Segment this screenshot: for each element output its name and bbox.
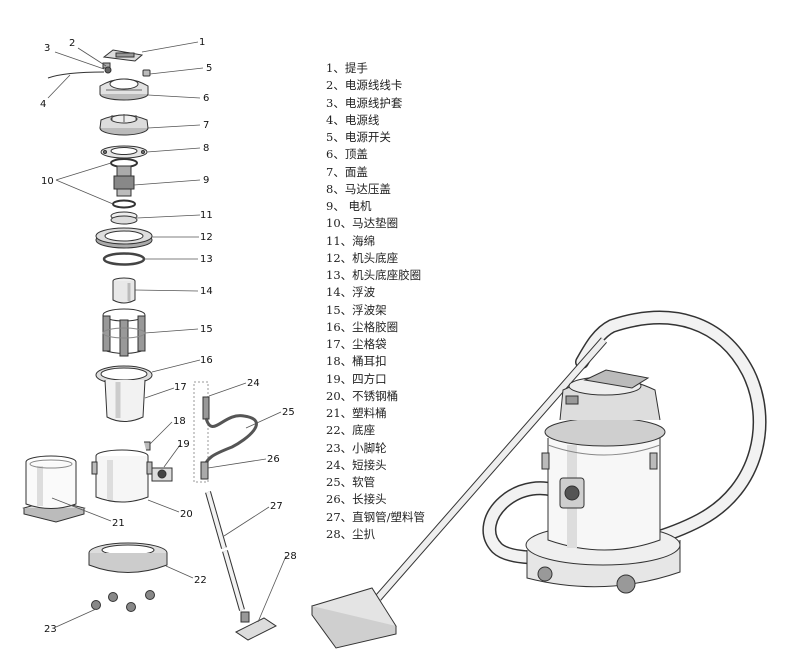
callout-23: 23 — [44, 624, 57, 635]
parts-legend: 1、提手 2、电源线线卡 3、电源线护套 4、电源线 5、电源开关 6、顶盖 7… — [326, 60, 425, 543]
legend-item: 9、 电机 — [326, 199, 372, 213]
legend-item: 21、塑料桶 — [326, 406, 387, 420]
callout-15: 15 — [200, 324, 213, 335]
part-cord-sleeve — [104, 66, 112, 74]
legend-item: 10、马达垫圈 — [326, 216, 399, 231]
legend-item: 19、四方口 — [326, 371, 387, 386]
callout-3: 3 — [44, 43, 50, 54]
part-head-base — [95, 227, 153, 249]
part-head-base-seal — [102, 252, 146, 266]
part-motor — [113, 165, 135, 197]
legend-item: 16、尘格胶圈 — [326, 319, 399, 334]
legend-item: 5、电源开关 — [326, 130, 391, 144]
callout-1: 1 — [199, 37, 205, 48]
part-stainless-tank — [91, 449, 153, 503]
legend-item: 14、浮波 — [326, 285, 376, 300]
part-short-connector — [202, 396, 210, 420]
callout-25: 25 — [282, 407, 295, 418]
legend-item: 18、桶耳扣 — [326, 354, 387, 369]
legend-item: 13、机头底座胶圈 — [326, 268, 422, 282]
part-plastic-tank — [22, 455, 86, 523]
callout-28: 28 — [284, 551, 297, 562]
callout-21: 21 — [112, 518, 125, 529]
callout-10: 10 — [41, 176, 54, 187]
part-motor-press-cover — [100, 145, 148, 159]
legend-item: 20、不锈钢桶 — [326, 388, 399, 403]
legend-item: 7、面盖 — [326, 164, 368, 179]
callout-7: 7 — [203, 120, 209, 131]
callout-5: 5 — [206, 63, 212, 74]
part-long-connector — [200, 461, 209, 480]
callout-4: 4 — [40, 99, 46, 110]
part-casters — [91, 590, 155, 612]
part-handle — [102, 49, 144, 62]
callout-18: 18 — [173, 416, 186, 427]
legend-item: 26、长接头 — [326, 492, 387, 507]
legend-item: 4、电源线 — [326, 112, 380, 127]
legend-item: 23、小脚轮 — [326, 440, 387, 455]
legend-item: 25、软管 — [326, 475, 376, 489]
part-base — [88, 542, 168, 573]
leader-lines — [47, 41, 287, 628]
hose-group-box — [193, 381, 209, 483]
callout-12: 12 — [200, 232, 213, 243]
callout-26: 26 — [267, 454, 280, 465]
part-square-port — [151, 467, 173, 482]
callout-13: 13 — [200, 254, 213, 265]
legend-item: 11、海绵 — [326, 233, 376, 248]
callout-22: 22 — [194, 575, 207, 586]
part-face-cover — [99, 114, 149, 136]
part-straight-tube — [205, 491, 245, 611]
callout-27: 27 — [270, 501, 283, 512]
callout-numbers: 1 2 3 4 5 6 7 8 9 10 11 12 13 14 15 16 1… — [40, 37, 297, 635]
legend-item: 8、马达压盖 — [326, 181, 391, 196]
legend-item: 6、顶盖 — [326, 147, 368, 162]
part-filter-gasket — [95, 365, 153, 385]
callout-20: 20 — [180, 509, 193, 520]
part-power-cord — [47, 71, 105, 79]
part-tank-latch — [144, 441, 151, 451]
legend-item: 2、电源线线卡 — [326, 78, 403, 93]
legend-item: 27、直钢管/塑料管 — [326, 509, 426, 524]
callout-11: 11 — [200, 210, 213, 221]
part-floor-tool — [235, 611, 277, 641]
part-power-switch — [142, 69, 151, 77]
legend-item: 12、机头底座 — [326, 250, 399, 265]
callout-19: 19 — [177, 439, 190, 450]
assembled-vacuum — [311, 310, 767, 649]
part-sponge — [110, 211, 138, 225]
part-float-cage — [102, 308, 146, 357]
callout-24: 24 — [247, 378, 260, 389]
part-top-cover — [99, 78, 149, 101]
callout-17: 17 — [174, 382, 187, 393]
callout-8: 8 — [203, 143, 209, 154]
legend-item: 24、短接头 — [326, 457, 387, 472]
legend-item: 28、尘扒 — [326, 526, 376, 541]
part-float — [112, 277, 136, 304]
part-motor-gasket-lower — [112, 199, 136, 209]
callout-16: 16 — [200, 355, 213, 366]
legend-item: 1、提手 — [326, 61, 368, 75]
part-filter-bag — [104, 379, 146, 422]
legend-item: 15、浮波架 — [326, 302, 387, 317]
part-hose — [202, 414, 258, 471]
callout-2: 2 — [69, 38, 75, 49]
callout-14: 14 — [200, 286, 213, 297]
legend-item: 3、电源线护套 — [326, 95, 403, 110]
legend-item: 22、底座 — [326, 423, 376, 438]
legend-item: 17、尘格袋 — [326, 337, 387, 351]
callout-6: 6 — [203, 93, 209, 104]
callout-9: 9 — [203, 175, 209, 186]
